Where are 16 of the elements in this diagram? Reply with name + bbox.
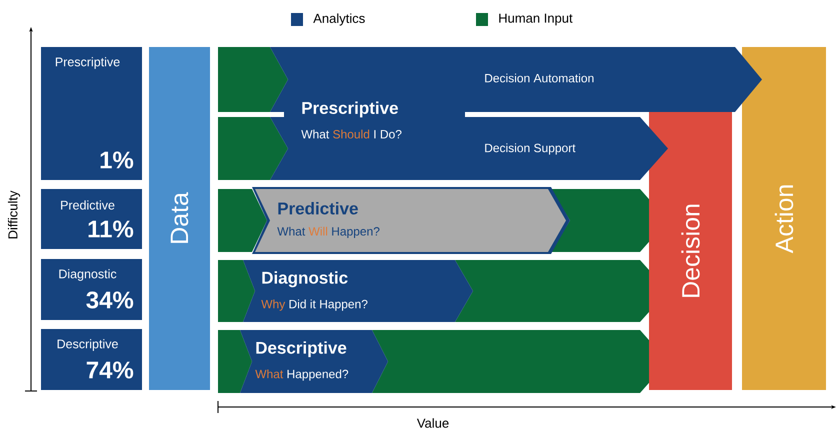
category-box: Diagnostic 34%: [41, 259, 142, 320]
analytics-band: Descriptive What Happened?: [240, 330, 388, 393]
axis-label: Value: [416, 418, 449, 428]
band-label: Decision Automation: [485, 74, 594, 82]
category-box: Prescriptive 1%: [41, 47, 142, 180]
category-box: Descriptive 74%: [41, 329, 142, 390]
analytics-band: Predictive What Will Happen?: [252, 187, 570, 254]
column-box: Decision: [649, 112, 732, 390]
column-box: Action: [742, 47, 826, 390]
band-label: Decision Support: [485, 143, 576, 155]
category-box: Predictive 11%: [41, 189, 142, 249]
analytics-band: Diagnostic Why Did it Happen?: [243, 260, 473, 322]
axis-label: Difficulty: [8, 190, 20, 238]
column-box: Data: [149, 47, 210, 390]
legend-label: Human Input: [499, 14, 573, 26]
legend-label: Analytics: [313, 13, 365, 26]
